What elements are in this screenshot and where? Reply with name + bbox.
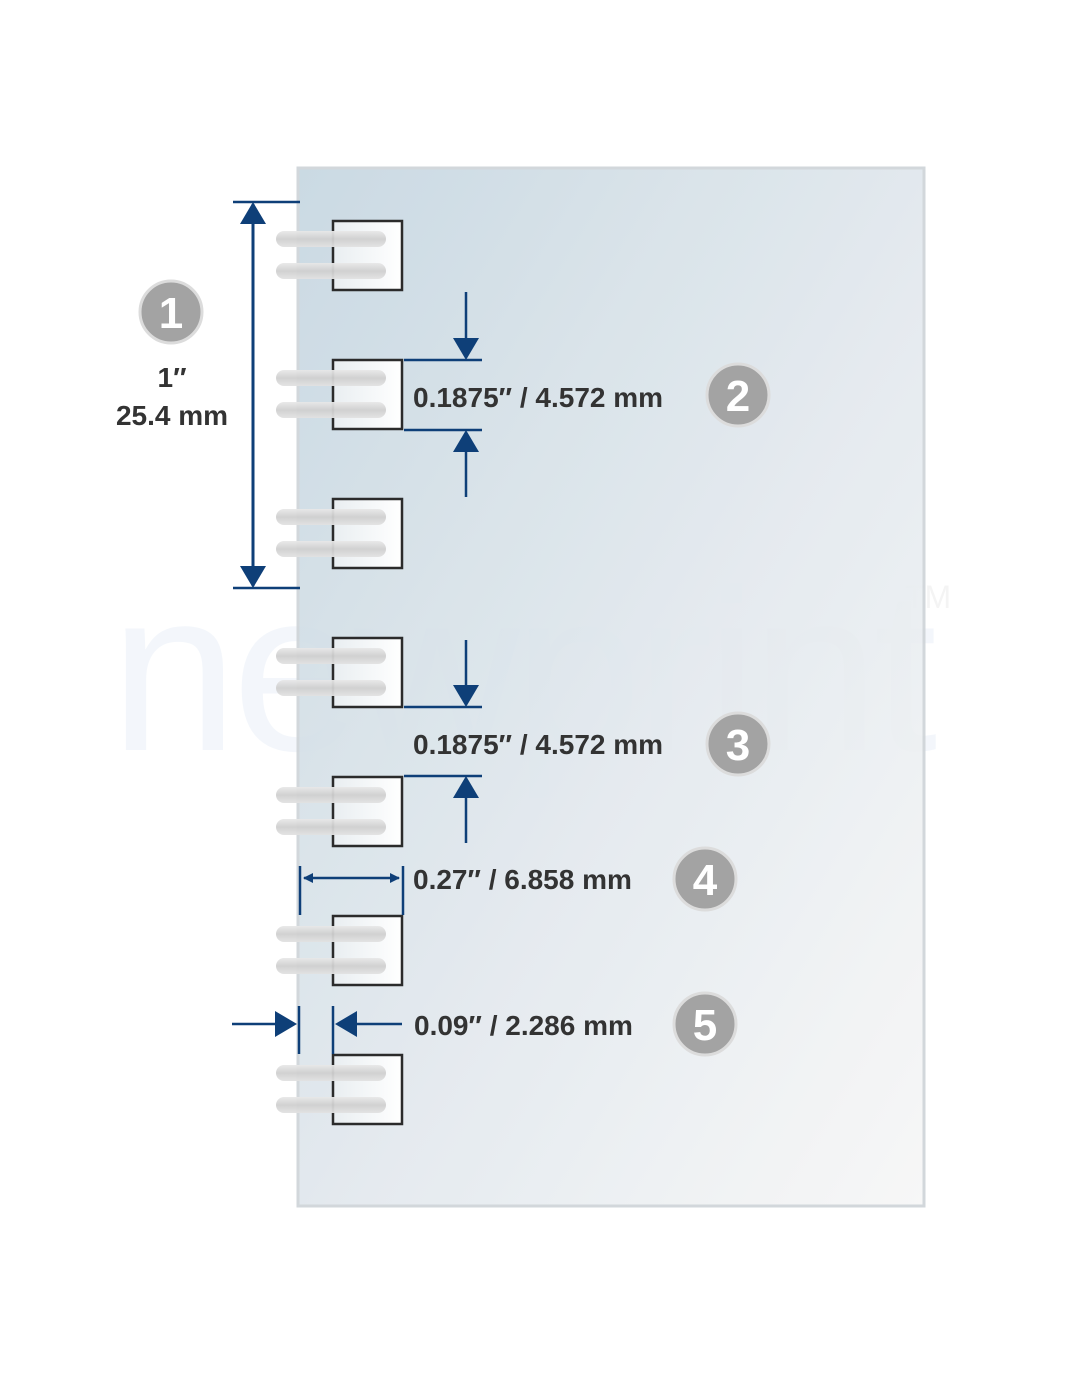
coil-wire-2	[276, 263, 386, 279]
dimension-hole-height	[404, 292, 482, 497]
callout-2: 0.1875″ / 4.572 mm 2	[413, 362, 771, 428]
coil-wire-2	[276, 680, 386, 696]
dimension-edge-margin	[232, 1006, 402, 1054]
coil-wire-2	[276, 1097, 386, 1113]
coil-wire-1	[276, 648, 386, 664]
coil-wire-1	[276, 1065, 386, 1081]
callout-label-5: 0.09″ / 2.286 mm	[414, 1010, 633, 1041]
coil-wire-1	[276, 509, 386, 525]
callout-badge-5	[672, 991, 738, 1057]
callout-badge-1	[138, 279, 204, 345]
callout-number-2: 2	[726, 372, 750, 421]
binding-hole-1	[276, 219, 404, 292]
binding-holes	[276, 219, 404, 1126]
coil-wire-2	[276, 819, 386, 835]
callout-label-3: 0.1875″ / 4.572 mm	[413, 729, 663, 760]
callout-4: 0.27″ / 6.858 mm 4	[413, 846, 738, 912]
callout-badge-4	[672, 846, 738, 912]
coil-wire-1	[276, 926, 386, 942]
coil-wire-1	[276, 231, 386, 247]
binding-hole-4	[276, 636, 404, 709]
callout-badge-2	[705, 362, 771, 428]
coil-wire-2	[276, 402, 386, 418]
binding-hole-3	[276, 497, 404, 570]
binding-hole-2	[276, 358, 404, 431]
callout-label-2: 0.1875″ / 4.572 mm	[413, 382, 663, 413]
callout-label-1-metric: 25.4 mm	[116, 400, 228, 431]
dimension-hole-depth	[298, 866, 405, 915]
coil-wire-2	[276, 958, 386, 974]
callout-5: 0.09″ / 2.286 mm 5	[414, 991, 738, 1057]
coil-wire-1	[276, 370, 386, 386]
callout-3: 0.1875″ / 4.572 mm 3	[413, 711, 771, 777]
callout-number-1: 1	[159, 289, 183, 338]
callout-1: 1 1″ 25.4 mm	[116, 279, 228, 431]
binding-hole-7	[276, 1053, 404, 1126]
callout-badge-3	[705, 711, 771, 777]
callout-number-4: 4	[693, 856, 718, 905]
coil-wire-1	[276, 787, 386, 803]
dimension-pitch-span	[233, 200, 300, 590]
callout-number-3: 3	[726, 721, 750, 770]
callout-label-4: 0.27″ / 6.858 mm	[413, 864, 632, 895]
coil-wire-2	[276, 541, 386, 557]
dimension-hole-gap	[404, 640, 482, 843]
callout-label-1-imperial: 1″	[158, 362, 187, 393]
callout-number-5: 5	[693, 1001, 717, 1050]
binding-hole-5	[276, 775, 404, 848]
binding-hole-6	[276, 914, 404, 987]
